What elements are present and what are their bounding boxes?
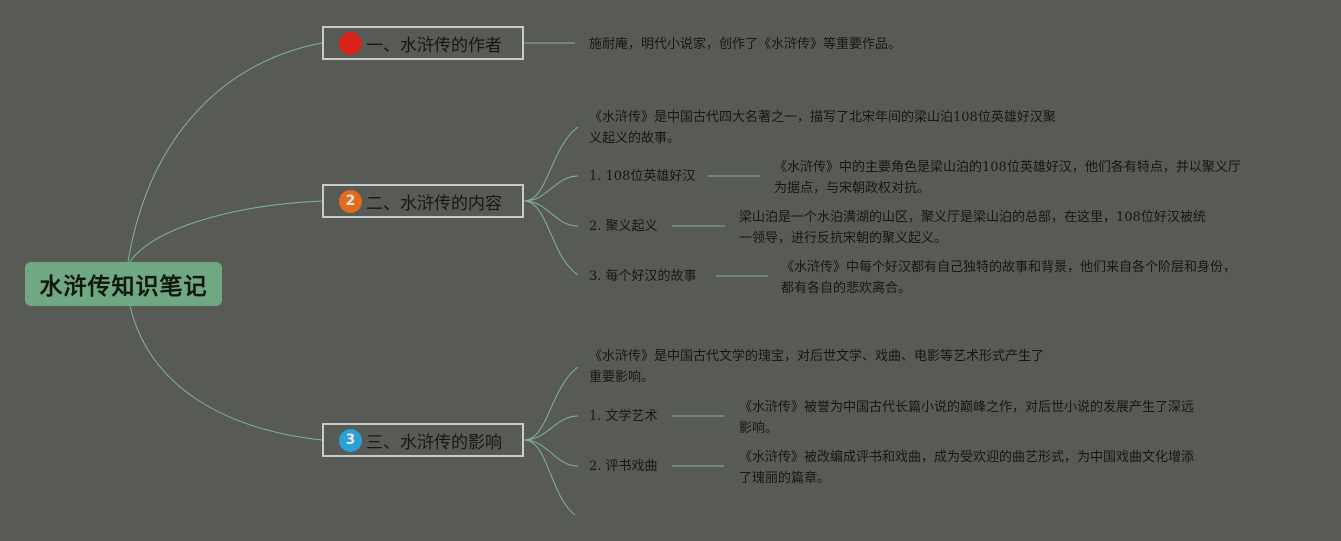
summary-line: 义起义的故事。 bbox=[589, 131, 681, 146]
subtopic-label[interactable]: 1. 108位英雄好汉 bbox=[589, 169, 696, 184]
branch-author-summary: 施耐庵，明代小说家，创作了《水浒传》等重要作品。 bbox=[589, 34, 901, 55]
branch-content-summary: 《水浒传》是中国古代四大名著之一，描写了北宋年间的梁山泊108位英雄好汉聚 义起… bbox=[589, 107, 1056, 149]
summary-line: 《水浒传》是中国古代文学的瑰宝，对后世文学、戏曲、电影等艺术形式产生了 bbox=[589, 349, 1045, 364]
subtopic-label[interactable]: 2. 聚义起义 bbox=[589, 219, 658, 234]
root-node[interactable]: 水浒传知识笔记 bbox=[25, 262, 222, 306]
connector-b2-item3 bbox=[523, 200, 579, 276]
detail-line: 为据点，与宋朝政权对抗。 bbox=[774, 181, 931, 196]
connector-b3-summary bbox=[523, 366, 579, 441]
root-title: 水浒传知识笔记 bbox=[39, 274, 208, 300]
connector-b2-item1 bbox=[523, 175, 579, 202]
branch-influence[interactable]: 3 三、水浒传的影响 bbox=[322, 423, 524, 457]
detail-line: 梁山泊是一个水泊潢湖的山区，聚义厅是梁山泊的总部，在这里，108位好汉被统 bbox=[739, 210, 1206, 225]
summary-line: 《水浒传》是中国古代四大名著之一，描写了北宋年间的梁山泊108位英雄好汉聚 bbox=[589, 110, 1056, 125]
connector-root-branch-2 bbox=[129, 200, 323, 263]
number-badge-3-icon: 3 bbox=[339, 428, 362, 452]
connector-b2-item2 bbox=[523, 200, 579, 227]
detail-line: 了瑰丽的篇章。 bbox=[739, 471, 831, 486]
subtopic-label[interactable]: 2. 评书戏曲 bbox=[589, 459, 658, 474]
detail-line: 《水浒传》被誉为中国古代长篇小说的巅峰之作，对后世小说的发展产生了深远 bbox=[739, 400, 1195, 415]
connector-b3-item3 bbox=[523, 439, 576, 516]
connector-b2-summary bbox=[523, 126, 579, 202]
number-badge-2-icon: 2 bbox=[339, 189, 362, 213]
subtopic-detail: 《水浒传》被誉为中国古代长篇小说的巅峰之作，对后世小说的发展产生了深远 影响。 bbox=[739, 397, 1194, 439]
subtopic-label[interactable]: 3. 每个好汉的故事 bbox=[589, 269, 697, 284]
subtopic-detail: 《水浒传》被改编成评书和戏曲，成为受欢迎的曲艺形式，为中国戏曲文化增添 了瑰丽的… bbox=[739, 447, 1194, 489]
connector-root-branch-3 bbox=[129, 305, 323, 441]
detail-line: 影响。 bbox=[739, 421, 779, 436]
subtopic-detail: 《水浒传》中每个好汉都有自己独特的故事和背景，他们来自各个阶层和身份， 都有各自… bbox=[781, 257, 1236, 299]
branch-author[interactable]: 一、水浒传的作者 bbox=[322, 26, 524, 60]
branch-content[interactable]: 2 二、水浒传的内容 bbox=[322, 184, 524, 218]
connector-root-branch-1 bbox=[127, 42, 323, 263]
connector-b3-item2 bbox=[523, 439, 579, 467]
summary-line: 施耐庵，明代小说家，创作了《水浒传》等重要作品。 bbox=[589, 37, 902, 52]
detail-line: 《水浒传》中的主要角色是梁山泊的108位英雄好汉，他们各有特点，并以聚义厅 bbox=[774, 160, 1241, 175]
subtopic-label[interactable]: 1. 文学艺术 bbox=[589, 409, 658, 424]
branch-title: 一、水浒传的作者 bbox=[366, 35, 502, 56]
detail-line: 一领导，进行反抗宋朝的聚义起义。 bbox=[739, 231, 948, 246]
subtopic-detail: 梁山泊是一个水泊潢湖的山区，聚义厅是梁山泊的总部，在这里，108位好汉被统 一领… bbox=[739, 207, 1206, 249]
detail-line: 都有各自的悲欢离合。 bbox=[781, 281, 912, 296]
number-badge-1-icon bbox=[339, 31, 362, 55]
detail-line: 《水浒传》被改编成评书和戏曲，成为受欢迎的曲艺形式，为中国戏曲文化增添 bbox=[739, 450, 1195, 465]
detail-line: 《水浒传》中每个好汉都有自己独特的故事和背景，他们来自各个阶层和身份， bbox=[781, 260, 1237, 275]
branch-title: 三、水浒传的影响 bbox=[366, 432, 502, 453]
branch-influence-summary: 《水浒传》是中国古代文学的瑰宝，对后世文学、戏曲、电影等艺术形式产生了 重要影响… bbox=[589, 346, 1044, 388]
connector-b3-item1 bbox=[523, 415, 579, 441]
subtopic-detail: 《水浒传》中的主要角色是梁山泊的108位英雄好汉，他们各有特点，并以聚义厅 为据… bbox=[774, 157, 1241, 199]
branch-title: 二、水浒传的内容 bbox=[366, 193, 502, 214]
summary-line: 重要影响。 bbox=[589, 370, 655, 385]
